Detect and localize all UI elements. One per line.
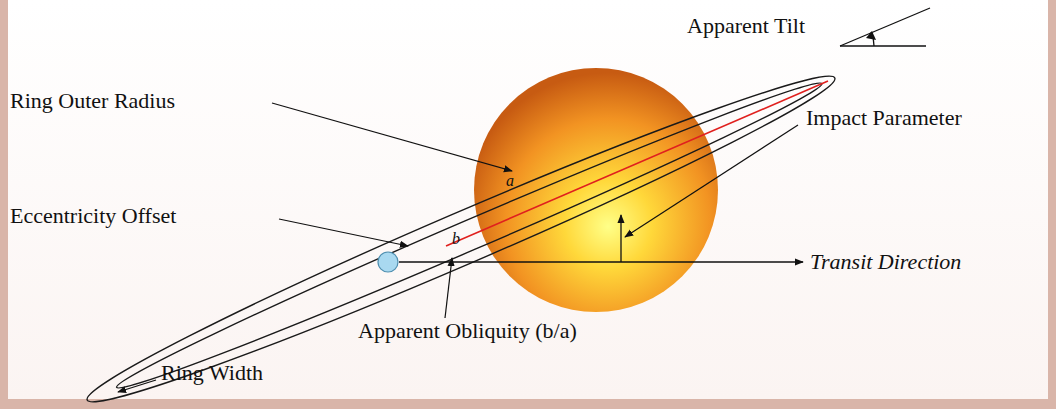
transit-label: Transit Direction — [810, 250, 961, 274]
impact-label: Impact Parameter — [806, 106, 962, 130]
radius-leader — [272, 103, 512, 171]
tilt-symbol — [840, 8, 930, 46]
planet — [378, 252, 398, 272]
radius-label: Ring Outer Radius — [10, 89, 175, 113]
impact-line — [620, 215, 621, 262]
ring-axis — [446, 81, 828, 246]
transit-arrow — [399, 261, 803, 262]
eccentricity-leader — [279, 219, 408, 246]
tilt-label: Apparent Tilt — [687, 14, 805, 38]
obliquity-label: Apparent Obliquity (b/a) — [358, 319, 577, 343]
panel-ground — [8, 0, 1048, 399]
dimension-a: a — [506, 172, 514, 190]
dimension-b: b — [452, 230, 460, 248]
ring-group — [77, 54, 845, 409]
width-label: Ring Width — [161, 361, 263, 385]
ring-inner-edge — [111, 70, 828, 401]
impact-leader — [625, 125, 798, 237]
eccentricity-label: Eccentricity Offset — [10, 204, 176, 228]
obliquity-leader — [445, 258, 452, 318]
width-leader — [118, 380, 156, 392]
ring-outer-edge — [77, 54, 845, 409]
